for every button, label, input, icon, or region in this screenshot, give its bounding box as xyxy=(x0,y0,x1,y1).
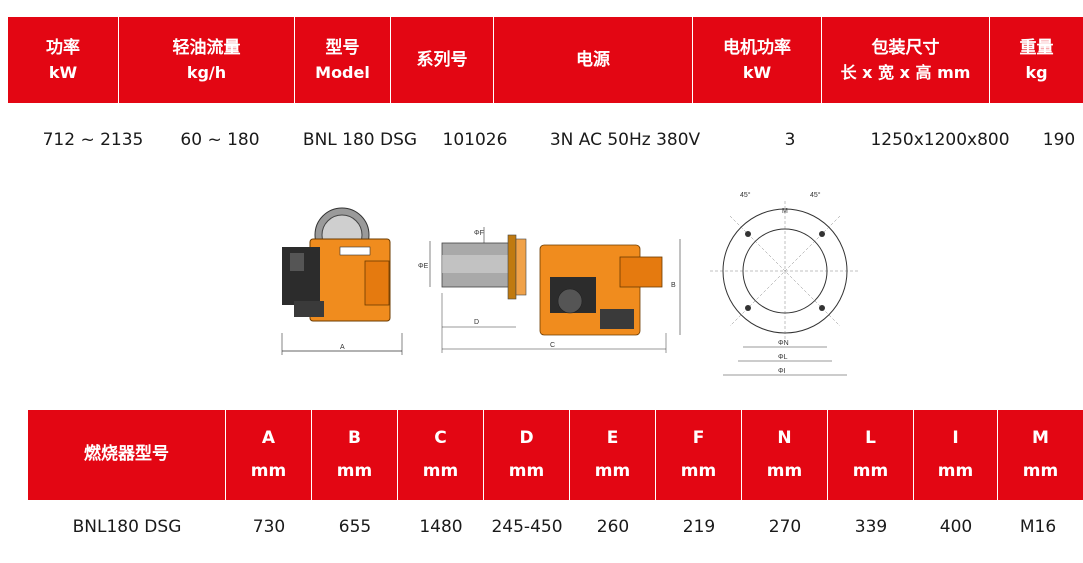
header-power: 功率 kW xyxy=(8,17,119,103)
label-i: ΦI xyxy=(778,368,786,375)
label-angle-left: 45° xyxy=(740,191,751,199)
spec-table-header: 功率 kW 轻油流量 kg/h 型号 Model 系列号 电源 电机功率 kW … xyxy=(8,17,1083,103)
cell-burner-model: BNL180 DSG xyxy=(72,517,182,537)
header-dim-c-label: C xyxy=(434,427,447,448)
header-dim-f: F mm xyxy=(656,410,742,500)
header-dim-e-unit: mm xyxy=(594,461,631,481)
cell-weight: 190 xyxy=(1042,130,1076,150)
header-power-supply: 电源 xyxy=(494,17,693,103)
header-dim-d-unit: mm xyxy=(508,461,545,481)
header-power-unit: kW xyxy=(48,62,78,82)
cell-dim-i: 400 xyxy=(939,517,973,537)
header-dim-b-unit: mm xyxy=(336,461,373,481)
header-dim-i: I mm xyxy=(914,410,998,500)
header-oil-flow: 轻油流量 kg/h xyxy=(119,17,295,103)
label-d: D xyxy=(474,319,479,326)
header-dim-n: N mm xyxy=(742,410,828,500)
cell-dim-l: 339 xyxy=(854,517,888,537)
header-model: 型号 Model xyxy=(295,17,391,103)
label-b: B xyxy=(671,282,676,289)
header-dim-b-label: B xyxy=(348,427,361,448)
header-dim-a: A mm xyxy=(226,410,312,500)
header-dim-b: B mm xyxy=(312,410,398,500)
cell-dim-d: 245-450 xyxy=(491,517,563,537)
header-burner-model-label: 燃烧器型号 xyxy=(84,444,169,465)
header-dim-c-unit: mm xyxy=(422,461,459,481)
burner-flange-view: 45° 45° M ΦN ΦL ΦI xyxy=(710,191,860,376)
header-dim-l: L mm xyxy=(828,410,914,500)
header-dim-c: C mm xyxy=(398,410,484,500)
header-dim-f-unit: mm xyxy=(680,461,717,481)
label-f: ΦF xyxy=(474,230,484,237)
header-package-size-label: 包装尺寸 xyxy=(871,38,940,59)
label-angle-right: 45° xyxy=(810,191,821,199)
burner-side-view: B ΦE ΦF D C xyxy=(418,227,681,353)
label-a: A xyxy=(340,344,345,351)
cell-package-size: 1250x1200x800 xyxy=(870,130,1010,150)
cell-motor-power: 3 xyxy=(784,130,796,150)
cell-dim-a: 730 xyxy=(252,517,286,537)
header-dim-a-label: A xyxy=(261,427,276,448)
cell-model: BNL 180 DSG xyxy=(302,130,418,150)
cell-oil-flow: 60 ~ 180 xyxy=(180,130,260,150)
header-package-size-unit: 长 x 宽 x 高 mm xyxy=(840,62,971,82)
header-dim-a-unit: mm xyxy=(250,461,287,481)
header-motor-power: 电机功率 kW xyxy=(693,17,822,103)
header-dim-n-label: N xyxy=(777,427,792,448)
header-power-supply-label: 电源 xyxy=(576,49,610,70)
header-power-label: 功率 xyxy=(46,38,80,59)
header-dim-m-label: M xyxy=(1032,427,1049,448)
header-dim-m: M mm xyxy=(998,410,1083,500)
header-burner-model: 燃烧器型号 xyxy=(28,410,226,500)
header-weight-unit: kg xyxy=(1025,62,1048,82)
header-dim-l-unit: mm xyxy=(852,461,889,481)
cell-dim-c: 1480 xyxy=(419,517,463,537)
label-m: M xyxy=(782,208,788,215)
label-e: ΦE xyxy=(418,263,429,270)
header-dim-f-label: F xyxy=(692,427,705,448)
cell-series: 101026 xyxy=(442,130,508,150)
header-dim-n-unit: mm xyxy=(766,461,803,481)
header-package-size: 包装尺寸 长 x 宽 x 高 mm xyxy=(822,17,990,103)
header-oil-flow-label: 轻油流量 xyxy=(172,38,241,59)
header-weight-label: 重量 xyxy=(1019,38,1054,59)
header-dim-l-label: L xyxy=(865,427,876,448)
label-n: ΦN xyxy=(778,340,789,347)
header-dim-e: E mm xyxy=(570,410,656,500)
cell-dim-n: 270 xyxy=(768,517,802,537)
cell-dim-e: 260 xyxy=(596,517,630,537)
header-oil-flow-unit: kg/h xyxy=(186,62,227,82)
cell-dim-m: M16 xyxy=(1019,517,1057,537)
header-motor-power-unit: kW xyxy=(742,62,772,82)
cell-power-supply: 3N AC 50Hz 380V xyxy=(549,130,701,150)
dims-table-header: 燃烧器型号 A mm B mm C mm D mm E mm F mm N mm… xyxy=(28,410,1083,500)
header-dim-i-unit: mm xyxy=(937,461,974,481)
header-dim-d-label: D xyxy=(519,427,534,448)
cell-power: 712 ~ 2135 xyxy=(42,130,144,150)
label-c: C xyxy=(550,342,555,349)
burner-drawings-svg: A B ΦE ΦF D C xyxy=(281,191,860,376)
header-dim-e-label: E xyxy=(606,427,619,448)
header-dim-d: D mm xyxy=(484,410,570,500)
header-dim-m-unit: mm xyxy=(1022,461,1059,481)
header-series: 系列号 xyxy=(391,17,494,103)
burner-front-view: A xyxy=(281,207,403,355)
header-motor-power-label: 电机功率 xyxy=(723,38,791,59)
cell-dim-f: 219 xyxy=(682,517,716,537)
label-l: ΦL xyxy=(778,354,788,361)
header-series-label: 系列号 xyxy=(416,49,468,70)
cell-dim-b: 655 xyxy=(338,517,372,537)
burner-drawings: A B ΦE ΦF D C xyxy=(270,183,860,393)
header-weight: 重量 kg xyxy=(990,17,1083,103)
header-dim-i-label: I xyxy=(952,427,959,448)
header-model-unit: Model xyxy=(315,62,370,82)
header-model-label: 型号 xyxy=(325,38,360,59)
